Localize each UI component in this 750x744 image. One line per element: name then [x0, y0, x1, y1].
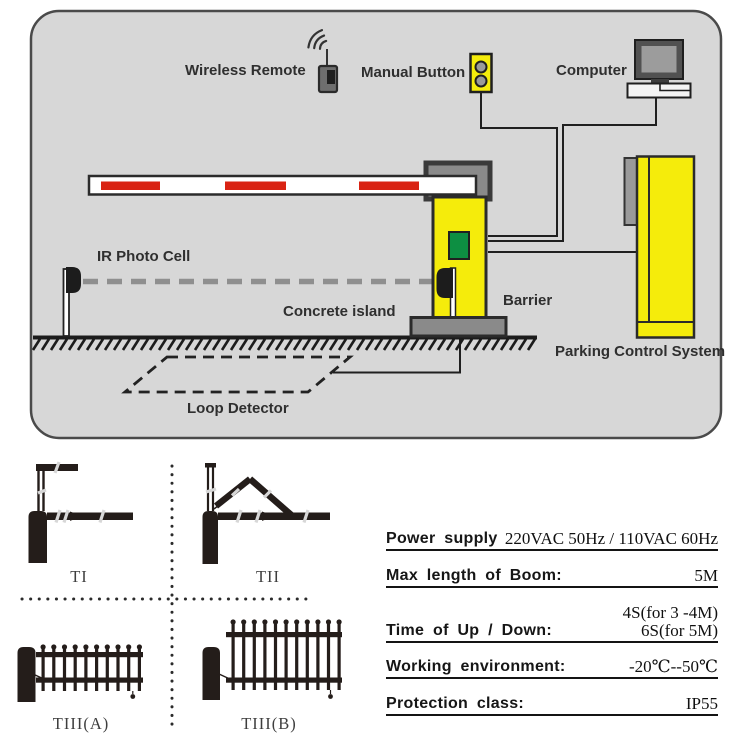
loop-wire [333, 338, 461, 374]
spec-label: Time of Up / Down: [386, 622, 552, 640]
boom-red-stripes [101, 181, 419, 190]
wireless-remote-icon [307, 28, 339, 94]
boom-type-tiiia-icon [17, 644, 143, 702]
spec-row-max-length: Max length of Boom: 5M [386, 561, 718, 588]
computer-wire [488, 97, 657, 242]
boom-type-tiiib-icon [202, 619, 342, 700]
manual-button-wire [480, 92, 558, 237]
fence-bars-a [40, 644, 142, 691]
fence-bars-b [230, 619, 342, 690]
spec-row-working-environment: Working environment: -20℃--50℃ [386, 653, 718, 679]
parking-control-system-label: Parking Control System [555, 343, 726, 360]
wireless-remote-label: Wireless Remote [185, 62, 306, 79]
spec-value: IP55 [685, 694, 718, 713]
boom-type-tii-icon [202, 463, 330, 564]
spec-value: 5M [694, 566, 718, 585]
spec-value: 220VAC 50Hz / 110VAC 60Hz [504, 529, 718, 548]
loop-detector-icon [121, 355, 354, 394]
boom-type-tii-label: TII [255, 567, 281, 586]
manual-button-icon [469, 52, 493, 94]
concrete-island-base [409, 316, 508, 338]
ir-photo-cell-icon [62, 267, 81, 337]
manual-button-label: Manual Button [361, 64, 466, 81]
loop-detector-label: Loop Detector [187, 400, 289, 417]
control-cabinet-icon [623, 155, 696, 339]
barrier-display [448, 231, 470, 260]
barrier-sensor [436, 268, 453, 298]
spec-row-time-up-down: Time of Up / Down: 4S(for 3 -4M) 6S(for … [386, 597, 718, 643]
spec-value-line: 6S(for 5M) [641, 621, 718, 640]
spec-row-protection-class: Protection class: IP55 [386, 690, 718, 716]
boom-type-tiiia-label: TIII(A) [52, 714, 110, 733]
spec-value-line: 4S(for 3 -4M) [622, 603, 718, 622]
boom-type-tiiib-label: TIII(B) [241, 714, 297, 733]
concrete-island-label: Concrete island [283, 303, 396, 320]
boom-type-ti-icon [28, 461, 133, 563]
diagram-panel [29, 9, 723, 440]
wireless-waves [307, 28, 328, 50]
spec-value: -20℃--50℃ [628, 657, 718, 676]
barrier-label: Barrier [503, 292, 553, 309]
spec-label: Working environment: [386, 658, 566, 676]
barrier-gate-icon [87, 160, 508, 338]
spec-label: Max length of Boom: [386, 567, 562, 585]
wiring-lines [333, 92, 657, 374]
spec-row-power-supply: Power supply 220VAC 50Hz / 110VAC 60Hz [386, 524, 718, 551]
spec-label: Protection class: [386, 695, 525, 713]
spec-label: Power supply [386, 530, 498, 548]
ir-photo-cell-label: IR Photo Cell [97, 248, 191, 265]
spec-value: 4S(for 3 -4M) 6S(for 5M) [623, 604, 718, 640]
computer-label: Computer [556, 62, 627, 79]
computer-icon [626, 39, 692, 99]
boom-type-ti-label: TI [70, 567, 88, 586]
